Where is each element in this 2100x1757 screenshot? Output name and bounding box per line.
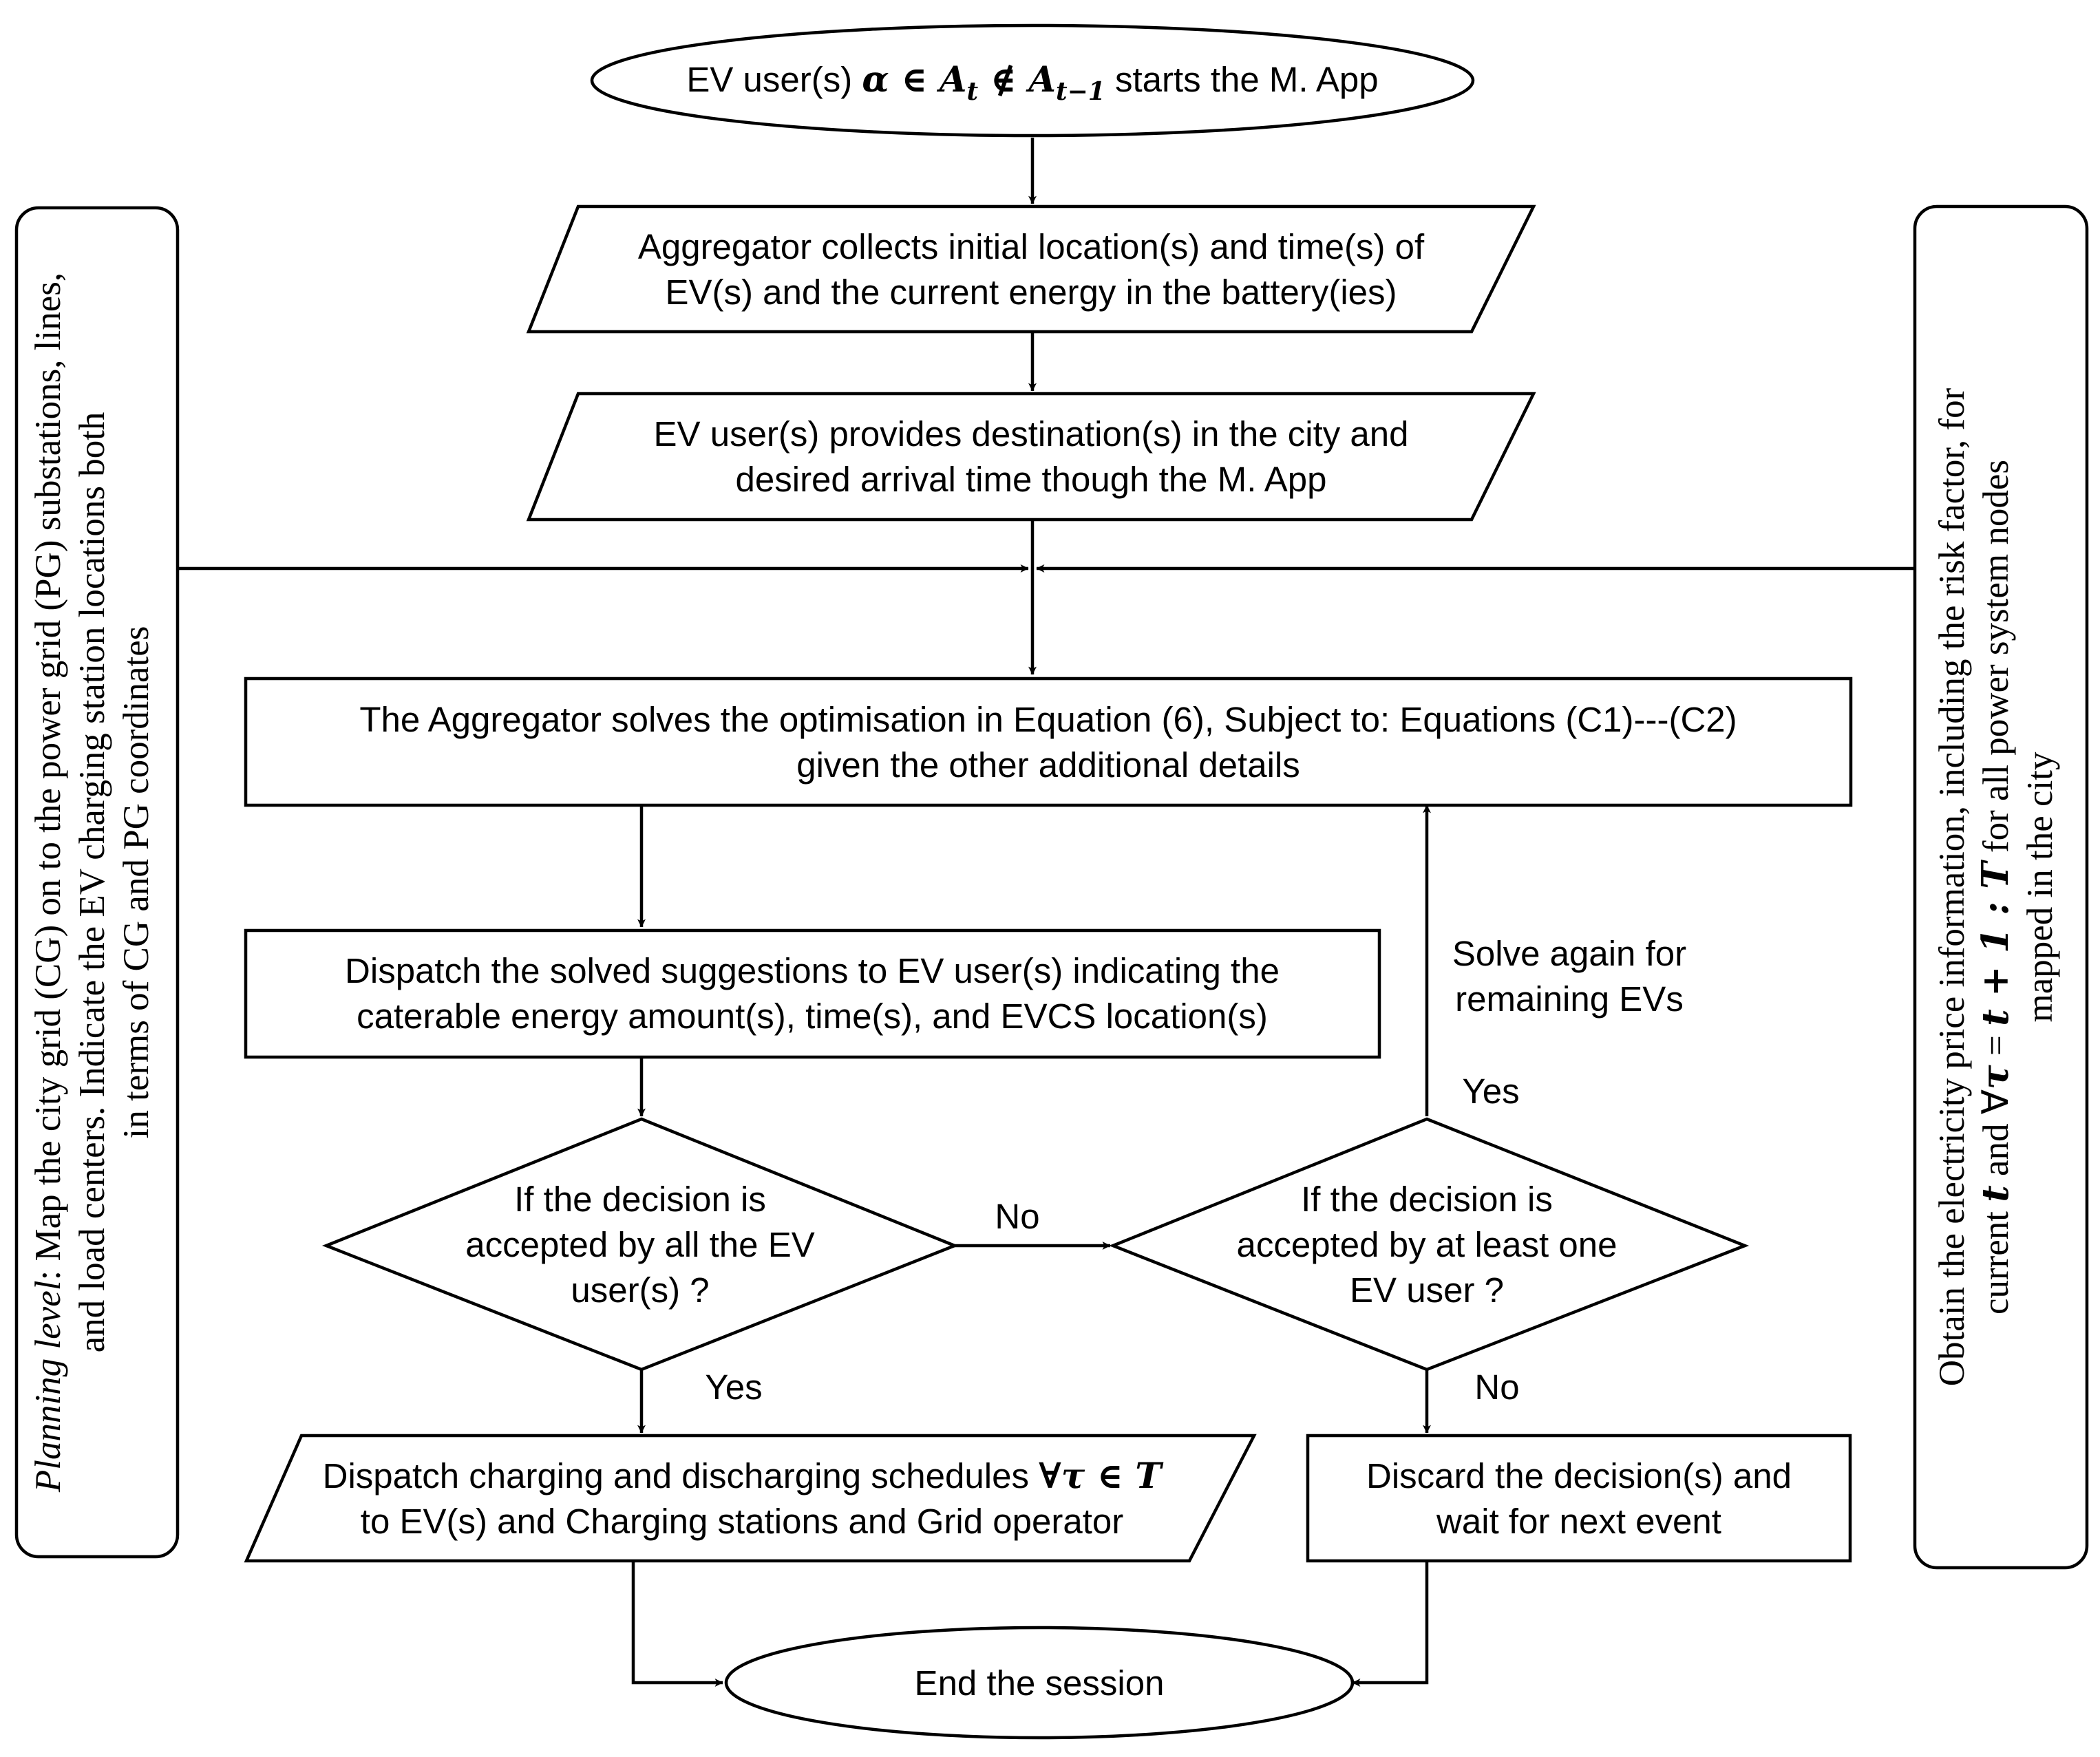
dispatch-schedules-line-1: Dispatch charging and discharging schedu… <box>323 1456 1165 1497</box>
discard-line-2: wait for next event <box>1436 1502 1721 1541</box>
arrow-discard-to-end <box>1352 1561 1429 1687</box>
price-line-3: mapped in the city <box>2020 752 2060 1022</box>
decision-one-line-1: If the decision is <box>1301 1180 1553 1219</box>
start-node: EV user(s) α ∈ At ∉ At−1 starts the M. A… <box>590 23 1475 138</box>
planning-line-3: in terms of CG and PG coordinates <box>116 626 156 1139</box>
decision-all-line-2: accepted by all the EV <box>465 1225 815 1264</box>
label-solve-again-1: Solve again for <box>1452 934 1686 973</box>
price-line-2: current t and ∀τ = t + 1 : T for all pow… <box>1974 460 2017 1314</box>
decision-all-node: If the decision is accepted by all the E… <box>321 1117 959 1372</box>
collect-line-1: Aggregator collects initial location(s) … <box>638 227 1425 266</box>
planning-line-1: Planning level: Map the city grid (CG) o… <box>28 273 68 1493</box>
decision-one-node: If the decision is accepted by at least … <box>1108 1117 1750 1372</box>
collect-step: Aggregator collects initial location(s) … <box>526 204 1536 334</box>
price-panel: Obtain the electricity price information… <box>1913 204 2089 1570</box>
optimise-step: The Aggregator solves the optimisation i… <box>244 677 1853 807</box>
dispatch-suggestions-line-2: caterable energy amount(s), time(s), and… <box>357 997 1268 1036</box>
destination-line-2: desired arrival time though the M. App <box>736 460 1327 499</box>
dispatch-suggestions-line-1: Dispatch the solved suggestions to EV us… <box>345 951 1280 990</box>
discard-step: Discard the decision(s) and wait for nex… <box>1306 1434 1852 1563</box>
optimise-line-1: The Aggregator solves the optimisation i… <box>359 700 1737 739</box>
decision-one-line-3: EV user ? <box>1350 1270 1504 1310</box>
end-node: End the session <box>724 1626 1355 1740</box>
planning-line-2: and load centers. Indicate the EV chargi… <box>72 412 112 1353</box>
decision-all-line-3: user(s) ? <box>571 1270 709 1310</box>
discard-line-1: Discard the decision(s) and <box>1366 1456 1792 1495</box>
dispatch-schedules-step: Dispatch charging and discharging schedu… <box>244 1434 1257 1563</box>
dispatch-schedules-line-2: to EV(s) and Charging stations and Grid … <box>361 1502 1123 1541</box>
destination-line-1: EV user(s) provides destination(s) in th… <box>654 414 1409 454</box>
label-solve-again-2: remaining EVs <box>1455 979 1684 1019</box>
label-no-middle: No <box>995 1197 1039 1236</box>
end-label: End the session <box>915 1663 1165 1703</box>
optimise-line-2: given the other additional details <box>796 745 1300 785</box>
decision-all-line-1: If the decision is <box>514 1180 766 1219</box>
dispatch-suggestions-step: Dispatch the solved suggestions to EV us… <box>244 928 1381 1059</box>
arrow-schedules-to-end <box>631 1561 723 1687</box>
collect-line-2: EV(s) and the current energy in the batt… <box>665 273 1397 312</box>
planning-panel: Planning level: Map the city grid (CG) o… <box>14 206 180 1559</box>
destination-step: EV user(s) provides destination(s) in th… <box>526 392 1536 522</box>
decision-one-line-2: accepted by at least one <box>1237 1225 1618 1264</box>
connectors <box>178 138 1915 1687</box>
label-no-right: No <box>1474 1367 1519 1407</box>
label-yes-left: Yes <box>705 1367 762 1407</box>
start-label: EV user(s) α ∈ At ∉ At−1 starts the M. A… <box>686 59 1378 106</box>
label-yes-right: Yes <box>1462 1072 1519 1111</box>
price-line-1: Obtain the electricity price information… <box>1932 387 1972 1386</box>
